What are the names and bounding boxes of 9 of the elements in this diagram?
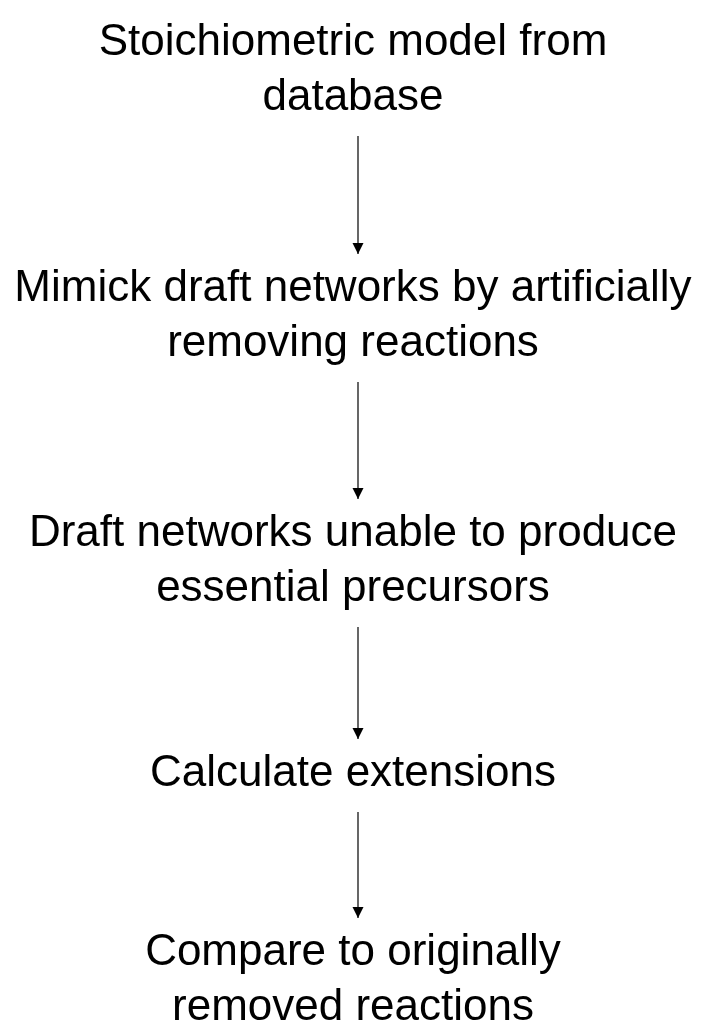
step-text: Stoichiometric model from database [97, 14, 609, 121]
step-text: Draft networks unable to produce essential precursors [27, 505, 679, 612]
step-text: Calculate extensions [150, 745, 556, 797]
step-text: Compare to originally removed reactions [144, 924, 562, 1031]
step-text: Mimick draft networks by artificially removing reactions [13, 260, 693, 367]
arrow [352, 381, 364, 500]
arrow [352, 626, 364, 740]
arrow [352, 135, 364, 255]
arrow [352, 811, 364, 919]
